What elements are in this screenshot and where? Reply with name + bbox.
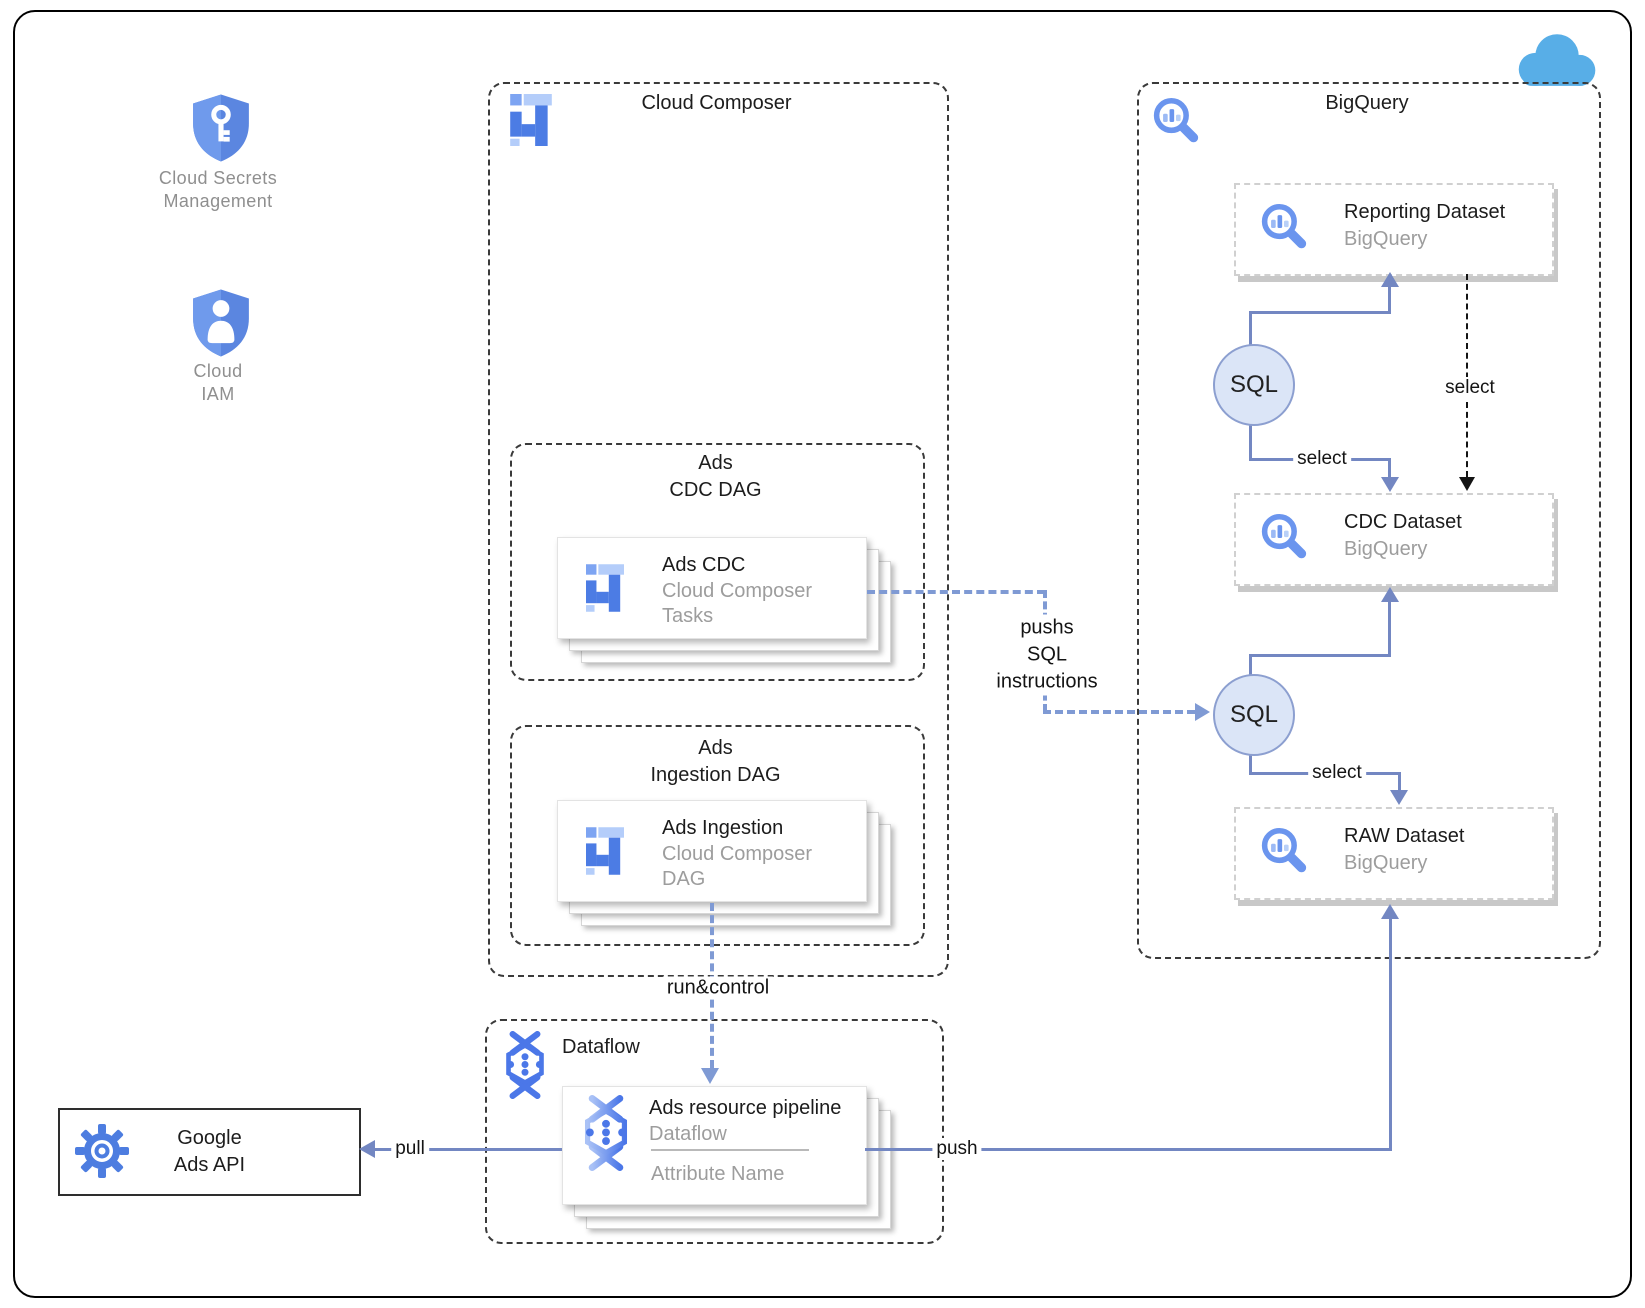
pipeline-card-divider bbox=[651, 1149, 809, 1151]
sql-node-2: SQL bbox=[1213, 674, 1295, 756]
edge-reporting-cdc-dashed bbox=[1466, 274, 1468, 477]
edge-pull bbox=[373, 1148, 562, 1151]
arrowhead-into-raw-from-push bbox=[1381, 904, 1399, 919]
bigquery-icon bbox=[1153, 98, 1199, 143]
bigquery-container bbox=[1137, 82, 1601, 959]
google-ads-api-label: Google Ads API bbox=[173, 1127, 246, 1176]
arrowhead-into-ads-api bbox=[359, 1140, 375, 1158]
dataflow-icon bbox=[584, 1095, 628, 1171]
pipeline-card-subtitle: Dataflow bbox=[649, 1123, 727, 1145]
edge-sql2-down bbox=[1249, 750, 1252, 774]
select-label-sql2-raw: select bbox=[1308, 762, 1366, 784]
arrowhead-into-sql2 bbox=[1195, 703, 1210, 721]
edge-sql1-up bbox=[1249, 312, 1252, 346]
raw-dataset-title: RAW Dataset bbox=[1344, 825, 1465, 847]
raw-dataset-card: RAW Dataset BigQuery bbox=[1234, 807, 1554, 900]
ads-ingestion-card-subtitle: Cloud Composer bbox=[662, 843, 813, 865]
reporting-dataset-subtitle: BigQuery bbox=[1344, 228, 1428, 250]
cloud-secrets-shield-key-icon bbox=[193, 94, 249, 162]
ads-cdc-card: Ads CDC Cloud Composer Tasks bbox=[557, 537, 867, 639]
ads-ingestion-dag-title: Ads Ingestion DAG bbox=[650, 737, 781, 786]
cloud-composer-title: Cloud Composer bbox=[641, 92, 792, 114]
ads-ingestion-card: Ads Ingestion Cloud Composer DAG bbox=[557, 800, 867, 902]
edge-pushs-sql-h2 bbox=[1043, 710, 1195, 714]
edge-sql2-up bbox=[1249, 655, 1252, 677]
arrowhead-into-reporting bbox=[1381, 272, 1399, 287]
arrowhead-reporting-cdc bbox=[1459, 477, 1475, 491]
dataflow-icon bbox=[506, 1031, 544, 1099]
cloud-iam-shield-person-icon bbox=[193, 289, 249, 357]
sql-node-1: SQL bbox=[1213, 344, 1295, 426]
cloud-composer-icon bbox=[586, 564, 624, 612]
bigquery-title: BigQuery bbox=[1325, 92, 1409, 114]
arrowhead-into-pipeline bbox=[701, 1068, 719, 1084]
cloud-composer-icon bbox=[510, 94, 552, 146]
arrowhead-into-cdc-from-sql1 bbox=[1381, 477, 1399, 492]
bigquery-icon bbox=[1261, 514, 1307, 559]
edge-sql2-down-v2 bbox=[1398, 774, 1401, 790]
arrowhead-into-raw-from-sql2 bbox=[1390, 790, 1408, 805]
edge-push-h bbox=[865, 1148, 1392, 1151]
run-control-label: run&control bbox=[662, 976, 774, 1000]
bigquery-icon bbox=[1261, 828, 1307, 873]
edge-sql2-up-h bbox=[1249, 654, 1391, 657]
ads-ingestion-card-subtitle2: DAG bbox=[662, 868, 706, 890]
push-label: push bbox=[932, 1138, 982, 1160]
select-label-sql1-cdc: select bbox=[1293, 448, 1351, 470]
diagram-outer-border bbox=[13, 10, 1632, 1298]
edge-sql1-up-v2 bbox=[1388, 287, 1391, 314]
ads-cdc-dag-container bbox=[510, 443, 925, 681]
google-ads-api-box: Google Ads API bbox=[58, 1108, 361, 1196]
edge-push-v bbox=[1389, 918, 1392, 1150]
raw-dataset-subtitle: BigQuery bbox=[1344, 852, 1428, 874]
dataflow-title: Dataflow bbox=[562, 1036, 640, 1058]
cloud-composer-icon bbox=[586, 827, 624, 875]
gear-icon bbox=[75, 1124, 129, 1178]
cloud-iam-label: Cloud IAM bbox=[193, 361, 243, 404]
edge-sql1-down bbox=[1249, 420, 1252, 460]
ads-cdc-card-subtitle2: Tasks bbox=[662, 605, 714, 627]
reporting-dataset-card: Reporting Dataset BigQuery bbox=[1234, 183, 1554, 276]
cdc-dataset-card: CDC Dataset BigQuery bbox=[1234, 493, 1554, 586]
ads-cdc-card-subtitle: Cloud Composer bbox=[662, 580, 813, 602]
cdc-dataset-title: CDC Dataset bbox=[1344, 511, 1462, 533]
cloud-secrets-label: Cloud Secrets Management bbox=[158, 168, 278, 211]
pull-label: pull bbox=[391, 1138, 429, 1160]
pipeline-card-title: Ads resource pipeline bbox=[649, 1097, 842, 1119]
select-label-reporting-cdc: select bbox=[1441, 377, 1499, 399]
arrowhead-into-cdc-from-sql2 bbox=[1381, 587, 1399, 602]
ads-resource-pipeline-card: Ads resource pipeline Dataflow Attribute… bbox=[562, 1086, 867, 1205]
bigquery-icon bbox=[1261, 204, 1307, 249]
ads-cdc-dag-title: Ads CDC DAG bbox=[669, 452, 762, 501]
dataflow-container bbox=[485, 1019, 944, 1244]
pushs-sql-instructions-label: pushs SQL instructions bbox=[992, 614, 1102, 696]
edge-sql1-down-v2 bbox=[1388, 460, 1391, 477]
ads-cdc-card-title: Ads CDC bbox=[662, 554, 746, 576]
reporting-dataset-title: Reporting Dataset bbox=[1344, 201, 1506, 223]
ads-ingestion-dag-container bbox=[510, 725, 925, 946]
edge-sql2-up-v2 bbox=[1388, 601, 1391, 656]
edge-pushs-sql-h1 bbox=[867, 590, 1045, 594]
edge-sql1-up-h bbox=[1249, 311, 1391, 314]
ads-ingestion-card-title: Ads Ingestion bbox=[662, 817, 784, 839]
cloud-composer-container bbox=[488, 82, 949, 977]
cloud-icon bbox=[1518, 34, 1596, 86]
pipeline-card-attribute: Attribute Name bbox=[651, 1163, 785, 1185]
cdc-dataset-subtitle: BigQuery bbox=[1344, 538, 1428, 560]
